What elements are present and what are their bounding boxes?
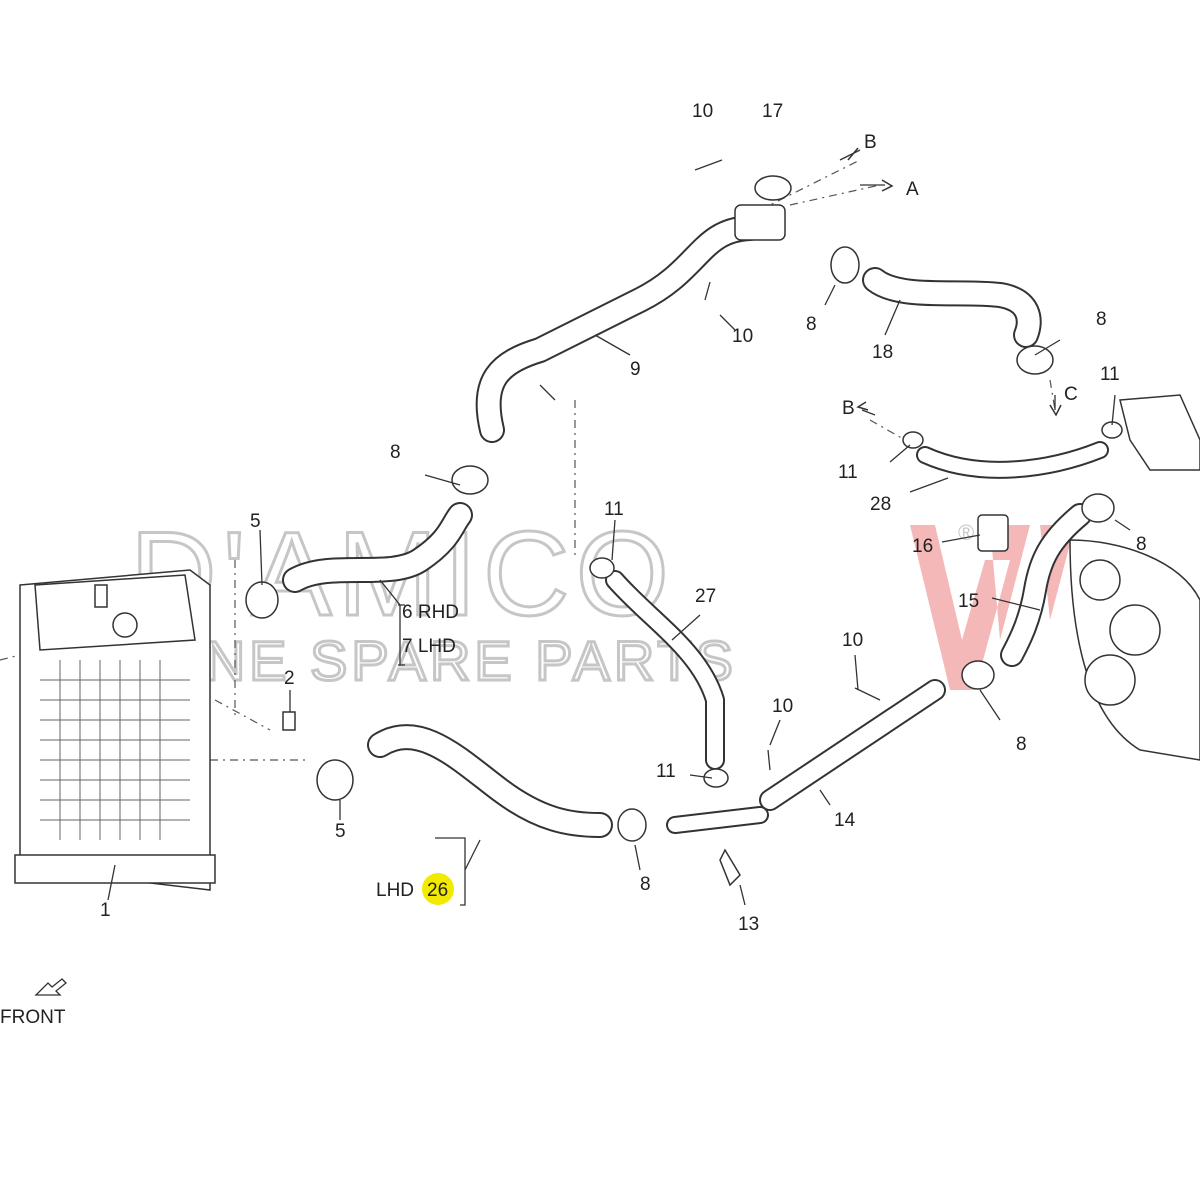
- label-11: 11: [604, 499, 624, 520]
- label-10: 10: [692, 101, 713, 122]
- label-2: 2: [284, 668, 295, 689]
- label-5: 5: [250, 511, 261, 532]
- radiator: [14, 569, 216, 891]
- watermark-emblem: [910, 525, 1075, 690]
- label-26-highlighted: 26: [427, 880, 448, 901]
- label-27: 27: [695, 586, 716, 607]
- label-8: 8: [1136, 534, 1147, 555]
- front-label: FRONT: [0, 1007, 66, 1028]
- clamps: [245, 159, 1200, 887]
- label-lhd: LHD: [376, 880, 414, 901]
- label-arrow-b: B: [864, 132, 877, 153]
- label-5: 5: [335, 821, 346, 842]
- label-8: 8: [1096, 309, 1107, 330]
- label-1: 1: [100, 900, 111, 921]
- label-arrow-b: B: [842, 398, 855, 419]
- label-8: 8: [390, 442, 401, 463]
- watermark-tagline: LINE SPARE PARTS: [150, 629, 737, 692]
- label-8: 8: [640, 874, 651, 895]
- label-8: 8: [806, 314, 817, 335]
- label-13: 13: [738, 914, 759, 935]
- label-18: 18: [872, 342, 893, 363]
- label-16: 16: [912, 536, 933, 557]
- label-11: 11: [1100, 364, 1120, 385]
- leader-lines: [0, 159, 1056, 761]
- label-28: 28: [870, 494, 891, 515]
- watermark-registered: ®: [958, 520, 974, 545]
- label-6-rhd: 6 RHD: [402, 602, 459, 623]
- highlight-marker: [422, 873, 454, 905]
- hoses: [282, 215, 1109, 838]
- label-10: 10: [772, 696, 793, 717]
- label-11: 11: [838, 462, 858, 483]
- part-labels: 10 17 B A 8 18 8 10 9 C 11 B 11 28 8 5 8…: [100, 101, 1147, 935]
- front-arrow-icon: [34, 978, 67, 996]
- label-10: 10: [732, 326, 753, 347]
- label-15: 15: [958, 591, 979, 612]
- label-arrow-c: C: [1064, 384, 1078, 405]
- label-7-lhd: 7 LHD: [402, 636, 456, 657]
- label-10: 10: [842, 630, 863, 651]
- front-indicator: FRONT: [0, 978, 67, 1028]
- label-8: 8: [1016, 734, 1027, 755]
- label-arrow-a: A: [906, 179, 919, 200]
- label-9: 9: [630, 359, 641, 380]
- label-17: 17: [762, 101, 783, 122]
- label-14: 14: [834, 810, 856, 831]
- callout-lines: [107, 147, 1131, 906]
- label-11: 11: [656, 761, 676, 782]
